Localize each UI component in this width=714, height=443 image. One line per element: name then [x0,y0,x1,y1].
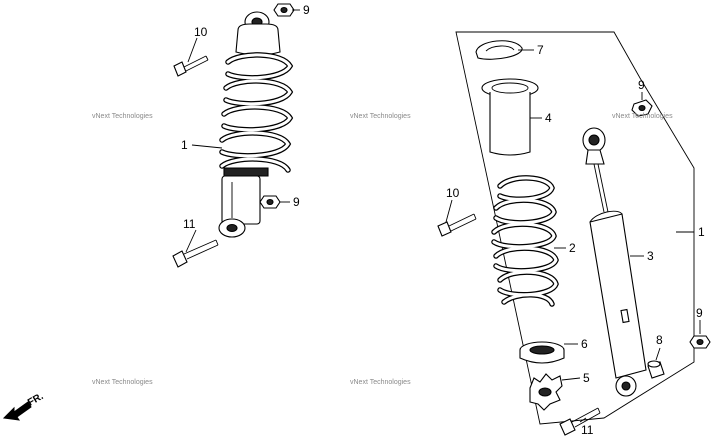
callout-2: 2 [569,241,576,255]
callout-1-left: 1 [181,138,188,152]
callout-4: 4 [545,111,552,125]
callout-9-right-bottom: 9 [696,306,703,320]
callout-11-left: 11 [183,217,196,231]
callout-numbers: 1 10 9 9 11 7 4 2 3 6 5 8 9 9 10 11 1 [181,3,705,437]
part-4-dust-cover [481,78,539,156]
nut-9-right-top [631,99,653,117]
part-2-spring [491,175,559,307]
shock-absorber-assembly [218,11,294,238]
callout-3: 3 [647,249,654,263]
bolt-10-right [437,213,477,237]
watermark-1: vNext Technologies [92,113,153,120]
part-6-spring-seat [519,341,565,364]
assembly-spring-coils [219,52,294,173]
nut-9-right-bottom [689,335,711,349]
bolt-11-left [172,239,219,268]
nut-9-top [273,3,295,17]
front-direction-arrow-icon: FR. [2,391,46,421]
watermark-5: vNext Technologies [350,379,411,386]
watermarks: vNext Technologies vNext Technologies vN… [92,113,673,386]
callout-9-top: 9 [303,3,310,17]
assembly-group-outline [455,31,695,425]
part-3-damper [582,127,647,397]
callout-9-right-top: 9 [638,78,645,92]
callout-6: 6 [581,337,588,351]
callout-8: 8 [656,333,663,347]
callout-1-right: 1 [698,225,705,239]
bolt-11-right [559,407,601,436]
callout-7: 7 [537,43,544,57]
watermark-3: vNext Technologies [612,113,673,120]
nut-9-middle [259,195,281,209]
part-5-adjuster [529,373,563,411]
callout-9-middle: 9 [293,195,300,209]
watermark-4: vNext Technologies [92,379,153,386]
bolt-10-left [173,55,209,77]
callout-5: 5 [583,371,590,385]
part-7-clip [475,40,523,60]
front-label: FR. [26,391,46,409]
callout-10-right: 10 [446,186,460,200]
leader-lines [185,9,701,423]
part-8-collar [647,360,665,379]
watermark-2: vNext Technologies [350,113,411,120]
callout-10-left: 10 [194,25,208,39]
callout-11-right: 11 [581,423,594,437]
